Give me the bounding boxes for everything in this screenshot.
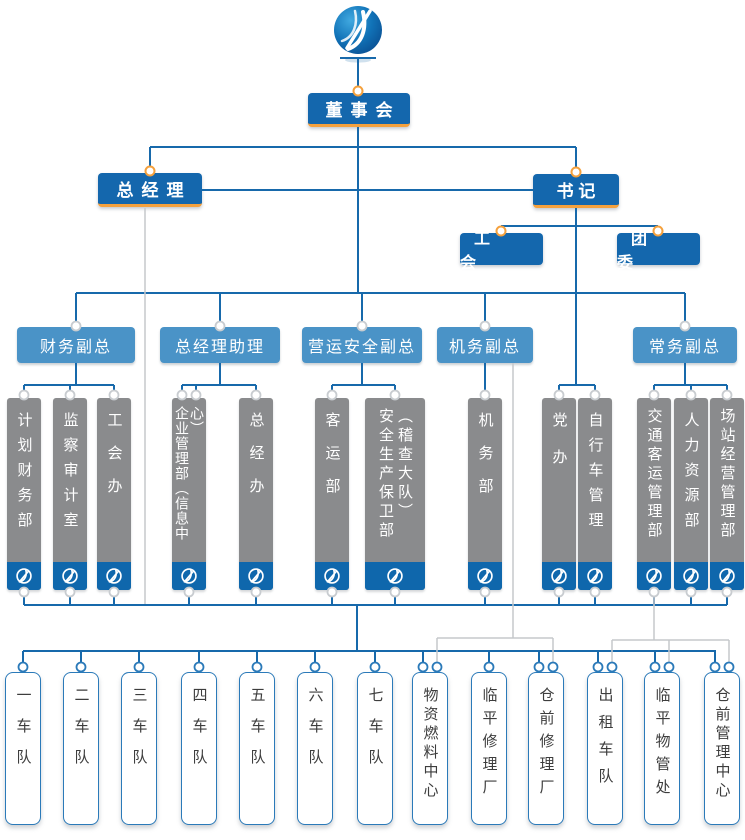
unit-label: 仓前管理中心 bbox=[713, 687, 731, 801]
dept-general-office: 总经办 bbox=[239, 398, 273, 590]
dept-label: 自行车管理 bbox=[586, 412, 604, 537]
unit-linping-property-office: 临平物管处 bbox=[644, 672, 680, 825]
dept-label: 客运部 bbox=[323, 412, 341, 511]
company-logo-icon bbox=[549, 566, 569, 586]
unit-label: 二车队 bbox=[72, 687, 90, 780]
dept-station-operation-management: 场站经营管理部 bbox=[710, 398, 744, 590]
unit-cangqian-repair-factory: 仓前修理厂 bbox=[528, 672, 564, 825]
node-board: 董事会 bbox=[308, 93, 410, 127]
unit-label: 出租车队 bbox=[596, 687, 614, 795]
dept-bicycle-management: 自行车管理 bbox=[578, 398, 612, 590]
dept-traffic-passenger-management: 交通客运管理部 bbox=[637, 398, 671, 590]
unit-linping-repair-factory: 临平修理厂 bbox=[471, 672, 507, 825]
company-logo-icon bbox=[681, 566, 701, 586]
company-logo-icon bbox=[322, 566, 342, 586]
unit-label: 三车队 bbox=[130, 687, 148, 780]
dept-logo-strip bbox=[542, 562, 576, 590]
dept-label-secondary: （稽查大队） bbox=[396, 408, 413, 522]
company-logo-icon bbox=[246, 566, 266, 586]
dept-planning-finance: 计划财务部 bbox=[7, 398, 41, 590]
company-logo-icon bbox=[104, 566, 124, 586]
node-labor-union: 工 会 bbox=[460, 231, 543, 272]
unit-label: 临平修理厂 bbox=[480, 687, 498, 802]
dept-label: 机务部 bbox=[476, 412, 494, 511]
dept-logo-strip bbox=[578, 562, 612, 590]
company-logo-icon bbox=[717, 566, 737, 586]
dept-logo-strip bbox=[637, 562, 671, 590]
unit-fleet-3: 三车队 bbox=[121, 672, 157, 825]
dept-logo-strip bbox=[468, 562, 502, 590]
dept-logo-strip bbox=[97, 562, 131, 590]
dept-logo-strip bbox=[315, 562, 349, 590]
company-logo-icon bbox=[60, 566, 80, 586]
unit-fleet-7: 七车队 bbox=[357, 672, 393, 825]
node-secretary: 书 记 bbox=[533, 174, 619, 208]
dept-label: 交通客运管理部 bbox=[645, 408, 663, 541]
unit-label: 六车队 bbox=[306, 687, 324, 780]
dept-logo-strip bbox=[710, 562, 744, 590]
dept-logo-strip bbox=[53, 562, 87, 590]
dept-logo-strip bbox=[7, 562, 41, 590]
unit-label: 仓前修理厂 bbox=[537, 687, 555, 802]
dept-logo-strip bbox=[365, 562, 425, 590]
dept-union-office: 工会办 bbox=[97, 398, 131, 590]
company-logo-icon bbox=[179, 566, 199, 586]
node-gm-assistant: 总经理助理 bbox=[160, 327, 280, 363]
dept-party-office: 党办 bbox=[542, 398, 576, 590]
unit-label: 七车队 bbox=[366, 687, 384, 780]
dept-label: 企业管理部（信息中心） bbox=[174, 406, 205, 541]
unit-label: 五车队 bbox=[248, 687, 266, 780]
company-logo-icon bbox=[14, 566, 34, 586]
unit-materials-fuel-center: 物资燃料中心 bbox=[412, 672, 448, 825]
dept-supervision-audit: 监察审计室 bbox=[53, 398, 87, 590]
dept-passenger-transport: 客运部 bbox=[315, 398, 349, 590]
unit-label: 临平物管处 bbox=[653, 687, 671, 802]
dept-label: 党办 bbox=[550, 412, 568, 486]
dept-label: 人力资源部 bbox=[682, 412, 700, 537]
dept-maintenance: 机务部 bbox=[468, 398, 502, 590]
unit-fleet-6: 六车队 bbox=[297, 672, 333, 825]
company-logo-icon bbox=[585, 566, 605, 586]
dept-safety-security: 安全生产保卫部 （稽查大队） bbox=[365, 398, 425, 590]
unit-fleet-1: 一车队 bbox=[5, 672, 41, 825]
company-logo-icon bbox=[385, 566, 405, 586]
unit-label: 物资燃料中心 bbox=[421, 687, 439, 801]
unit-cangqian-management-center: 仓前管理中心 bbox=[704, 672, 740, 825]
dept-label: 计划财务部 bbox=[15, 412, 33, 537]
unit-label: 一车队 bbox=[14, 687, 32, 780]
node-vp-finance: 财务副总 bbox=[17, 327, 135, 363]
company-logo-icon bbox=[475, 566, 495, 586]
unit-label: 四车队 bbox=[190, 687, 208, 780]
dept-human-resources: 人力资源部 bbox=[674, 398, 708, 590]
node-vp-executive: 常务副总 bbox=[633, 327, 737, 363]
company-logo-icon bbox=[334, 6, 382, 63]
node-vp-operations-safety: 营运安全副总 bbox=[302, 327, 422, 363]
unit-fleet-5: 五车队 bbox=[239, 672, 275, 825]
company-logo-icon bbox=[644, 566, 664, 586]
dept-label: 监察审计室 bbox=[61, 412, 79, 537]
dept-logo-strip bbox=[674, 562, 708, 590]
unit-fleet-2: 二车队 bbox=[63, 672, 99, 825]
dept-enterprise-management: 企业管理部（信息中心） bbox=[172, 398, 206, 590]
dept-label: 安全生产保卫部 bbox=[377, 408, 394, 541]
node-general-manager: 总经理 bbox=[98, 173, 202, 207]
dept-label: 工会办 bbox=[105, 412, 123, 511]
dept-label: 总经办 bbox=[247, 412, 265, 511]
node-vp-maintenance: 机务副总 bbox=[437, 327, 533, 363]
dept-logo-strip bbox=[239, 562, 273, 590]
dept-label: 场站经营管理部 bbox=[718, 408, 736, 541]
node-youth-league: 团 委 bbox=[617, 231, 700, 272]
unit-fleet-4: 四车队 bbox=[181, 672, 217, 825]
dept-logo-strip bbox=[172, 562, 206, 590]
unit-taxi-fleet: 出租车队 bbox=[587, 672, 623, 825]
